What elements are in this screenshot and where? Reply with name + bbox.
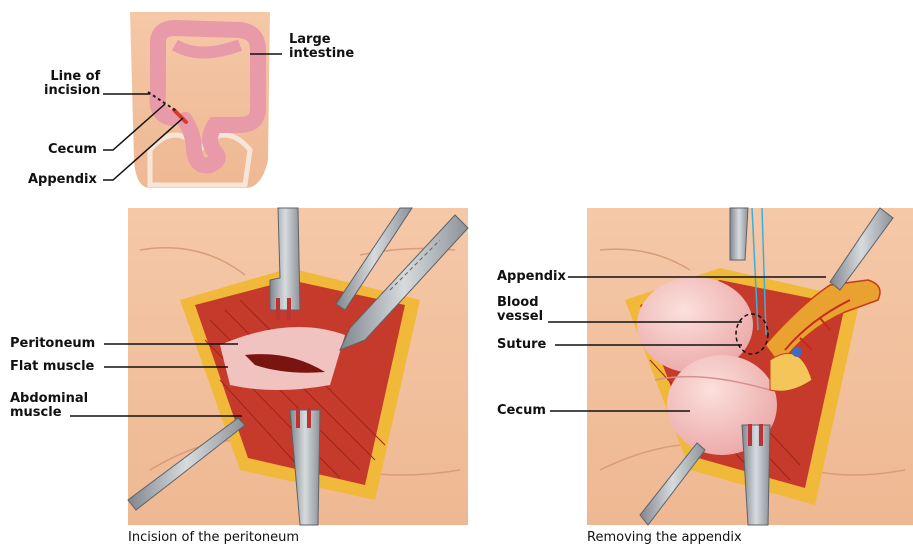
right-surgery-panel xyxy=(587,208,913,525)
caption-incision: Incision of the peritoneum xyxy=(128,530,299,545)
label-cecum-right: Cecum xyxy=(497,404,546,418)
label-blood-vessel: Blood vessel xyxy=(497,296,543,324)
torso-panel xyxy=(130,12,270,188)
right-retractor-prong-1 xyxy=(748,424,752,446)
left-retractor-prong-2 xyxy=(287,298,291,320)
label-suture: Suture xyxy=(497,338,546,352)
right-vessel-clamp xyxy=(792,347,802,357)
label-appendix-right: Appendix xyxy=(497,270,566,284)
label-large-intestine: Large intestine xyxy=(289,33,354,61)
label-cecum-top: Cecum xyxy=(48,143,97,157)
label-flat-muscle: Flat muscle xyxy=(10,360,94,374)
label-line-of-incision: Line of incision xyxy=(44,70,100,98)
left-retractor-prong-4 xyxy=(307,408,311,428)
label-abdominal-muscle: Abdominal muscle xyxy=(10,392,88,420)
left-retractor-prong-1 xyxy=(276,298,280,320)
label-appendix-top: Appendix xyxy=(28,173,97,187)
caption-removing: Removing the appendix xyxy=(587,530,742,545)
label-peritoneum: Peritoneum xyxy=(10,337,95,351)
right-top-retractor xyxy=(730,208,748,260)
right-retractor-prong-2 xyxy=(759,424,763,446)
left-retractor-prong-3 xyxy=(296,408,300,428)
